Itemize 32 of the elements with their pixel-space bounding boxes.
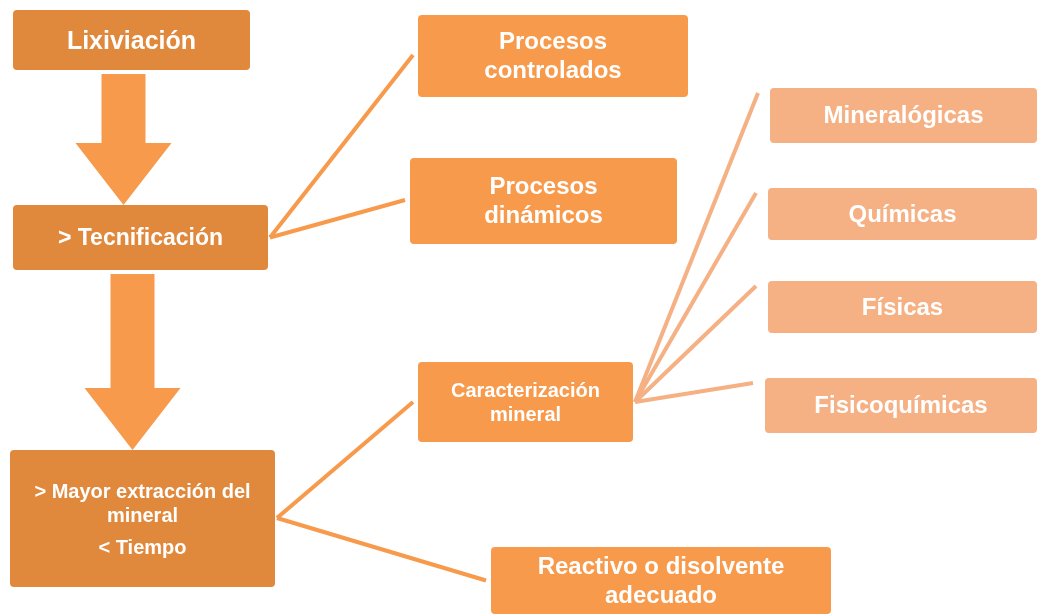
- connector-line: [634, 381, 754, 404]
- box-text: Fisicoquímicas: [814, 391, 988, 420]
- box-text: Procesos controlados: [483, 27, 623, 85]
- connector-line: [275, 400, 415, 520]
- connector-line: [633, 92, 760, 403]
- concept-box: [418, 362, 633, 442]
- box-text: < Tiempo: [98, 534, 187, 559]
- box-text: Reactivo o disolvente adecuado: [536, 551, 786, 610]
- box-text: Químicas: [848, 199, 957, 229]
- connector-line: [633, 192, 758, 403]
- box-text: > Tecnificación: [57, 223, 224, 252]
- concept-box: [10, 450, 275, 587]
- concept-box: [13, 10, 250, 70]
- concept-box: [13, 205, 268, 270]
- box-text: Físicas: [861, 292, 944, 322]
- concept-box: [770, 88, 1037, 143]
- concept-box: [410, 158, 677, 244]
- concept-box: [765, 378, 1037, 433]
- concept-box: [418, 15, 688, 97]
- box-text: Procesos dinámicos: [483, 172, 604, 230]
- connector-line: [268, 53, 415, 239]
- box-text: Lixiviación: [66, 25, 197, 55]
- connector-line: [269, 198, 406, 240]
- block-arrow: [75, 74, 172, 205]
- box-text: Caracterización mineral: [450, 378, 601, 426]
- concept-box: [491, 547, 831, 614]
- connector-line: [276, 516, 487, 583]
- concept-box: [768, 281, 1037, 333]
- block-arrow: [84, 274, 181, 450]
- box-text: > Mayor extracción del mineral: [33, 478, 252, 527]
- concept-box: [768, 188, 1037, 240]
- box-text: Mineralógicas: [823, 101, 984, 130]
